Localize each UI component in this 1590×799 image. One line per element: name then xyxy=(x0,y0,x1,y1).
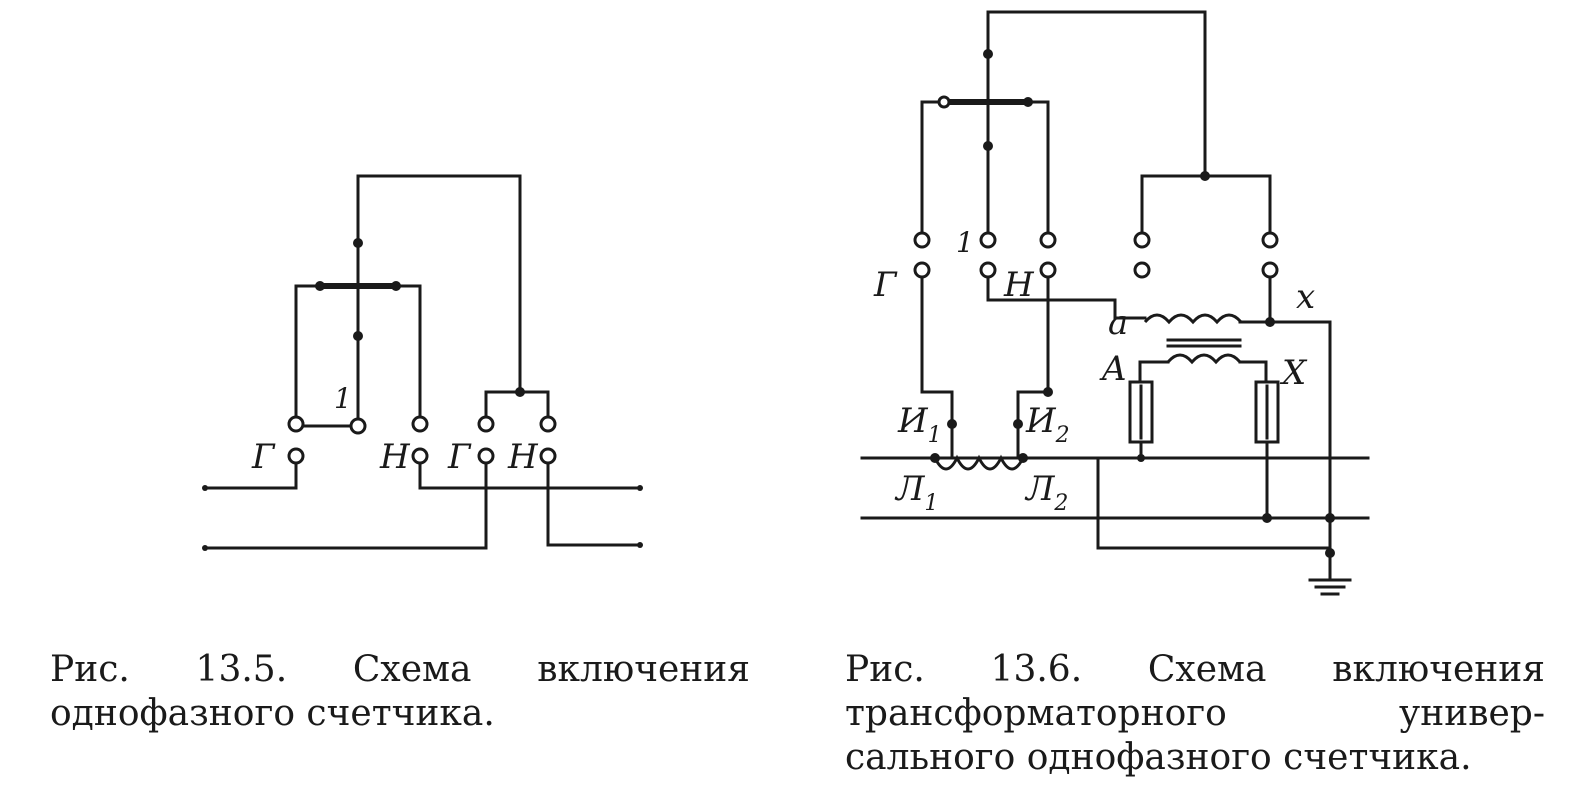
figure-13-5-caption: Рис. 13.5. Схема включения однофазного с… xyxy=(50,648,750,736)
fig5-node-top xyxy=(353,238,363,248)
fig6-label-l2-sub: 2 xyxy=(1053,491,1068,516)
fig5-terminal-g-top xyxy=(287,415,305,433)
fig5-terminal-n-top xyxy=(411,415,429,433)
fig6-caption-line-1: Рис. 13.6. Схема включения xyxy=(845,649,1545,690)
fig5-node-right-group xyxy=(515,387,525,397)
fig6-label-i2-letter: И xyxy=(1025,401,1057,441)
fig5-label-g: Г xyxy=(251,437,276,477)
fig6-vt-secondary-coil xyxy=(1143,313,1243,325)
fig5-caption-line-2: однофазного счетчика. xyxy=(50,693,495,734)
fig6-ct-coil xyxy=(933,454,1025,471)
fig6-node-x xyxy=(1265,317,1275,327)
fig5-line-end-4 xyxy=(637,542,643,548)
fig6-node-l1 xyxy=(930,453,940,463)
figure-13-6-diagram: Г 1 Н a x A X И1 И2 Л1 Л2 xyxy=(860,10,1370,596)
fig5-terminal-g2-bottom xyxy=(477,447,495,465)
fig5-node-bus-left xyxy=(315,281,325,291)
fig5-label-n: Н xyxy=(379,437,411,477)
fig5-voltage-feed-wire xyxy=(356,174,522,394)
fig6-label-i1-sub: 1 xyxy=(928,423,942,448)
fig5-node-mid xyxy=(353,331,363,341)
fig6-label-i2: И2 xyxy=(1025,401,1070,448)
fig6-node-fuse-a xyxy=(1137,454,1145,462)
fig6-terminal-n-bottom xyxy=(1039,261,1057,279)
fig6-node-l2 xyxy=(1018,453,1028,463)
fig6-node-top xyxy=(983,49,993,59)
fig6-label-a-cap: A xyxy=(1099,349,1127,389)
fig6-node-fuse-x xyxy=(1262,513,1272,523)
fig5-line-end-1 xyxy=(202,485,208,491)
fig6-label-x-cap: X xyxy=(1279,353,1308,393)
fig6-terminal-n-top xyxy=(1039,231,1057,249)
fig6-terminal-r1-top xyxy=(1133,231,1151,249)
fig5-line-end-2 xyxy=(202,545,208,551)
fig6-terminal-g-top xyxy=(913,231,931,249)
fig6-bus-terminal xyxy=(937,95,951,109)
fig5-label-n2: Н xyxy=(507,437,539,477)
fig6-vt-primary-coil xyxy=(1166,353,1242,365)
fig6-bus-frame-wire xyxy=(920,100,1050,234)
fig6-label-l1-letter: Л xyxy=(894,469,926,509)
fig6-label-x-small: x xyxy=(1296,277,1315,317)
fig5-line-end-3 xyxy=(637,485,643,491)
fig6-ground-return-wire xyxy=(1096,456,1332,550)
fig6-node-i2 xyxy=(1013,419,1023,429)
fig5-terminal-g-bottom xyxy=(287,447,305,465)
fig6-node-bus-right xyxy=(1023,97,1033,107)
fig6-label-i1-letter: И xyxy=(897,401,929,441)
fig6-label-1: 1 xyxy=(956,226,974,259)
fig6-terminal-1-top xyxy=(979,231,997,249)
wiring-diagrams: Г 1 Н Г Н xyxy=(202,10,1370,596)
fig5-line-out-bottom xyxy=(546,460,642,547)
fig5-node-bus-right xyxy=(391,281,401,291)
fig6-1-to-a-wire xyxy=(986,274,1147,320)
fig6-voltage-feed-wire xyxy=(986,10,1207,178)
fig6-x-lead xyxy=(1238,360,1268,384)
fig6-terminal-r1-bottom xyxy=(1133,261,1151,279)
fig5-terminal-n-bottom xyxy=(411,447,429,465)
fig6-terminal-r2-bottom xyxy=(1261,261,1279,279)
fig6-terminal-1-bottom xyxy=(979,261,997,279)
fig6-node-ground xyxy=(1325,548,1335,558)
fig5-terminal-g2-top xyxy=(477,415,495,433)
fig5-line-in-bottom xyxy=(203,460,488,550)
fig6-terminal-r2-top xyxy=(1261,231,1279,249)
fig6-caption-line-3: сального однофазного счетчика. xyxy=(845,737,1472,778)
fig6-label-g: Г xyxy=(873,265,898,305)
fig6-a-lead xyxy=(1138,360,1170,384)
fig5-terminal-n2-bottom xyxy=(539,447,557,465)
fig5-terminal-1 xyxy=(349,417,367,435)
figure-13-5-diagram: Г 1 Н Г Н xyxy=(202,174,643,551)
fig6-x-to-terminal-wire xyxy=(1238,274,1272,324)
fig5-right-group-frame xyxy=(484,390,550,422)
fig6-label-l2: Л2 xyxy=(1024,469,1068,516)
fig6-node-mid xyxy=(983,141,993,151)
fig5-caption-line-1: Рис. 13.5. Схема включения xyxy=(50,649,750,690)
fig6-label-n: Н xyxy=(1003,265,1035,305)
fig6-label-l1: Л1 xyxy=(894,469,938,516)
fig5-terminal-n2-top xyxy=(539,415,557,433)
fig6-label-i1: И1 xyxy=(897,401,942,448)
fig5-line-out-top xyxy=(418,460,642,490)
figure-13-6-caption: Рис. 13.6. Схема включения трансформатор… xyxy=(845,648,1545,780)
fig6-node-right-block xyxy=(1200,171,1210,181)
fig6-terminal-g-bottom xyxy=(913,261,931,279)
fig6-node-i1 xyxy=(947,419,957,429)
fig5-label-1: 1 xyxy=(334,382,352,415)
fig5-label-g2: Г xyxy=(447,437,472,477)
fig6-label-i2-sub: 2 xyxy=(1055,423,1070,448)
fig6-label-l2-letter: Л xyxy=(1024,469,1056,509)
fig6-label-l1-sub: 1 xyxy=(924,491,938,516)
fig6-node-line2-right xyxy=(1325,513,1335,523)
fig6-node-n xyxy=(1043,387,1053,397)
fig6-x-to-ground-wire xyxy=(1268,320,1332,555)
fig6-caption-line-2: трансформаторного универ- xyxy=(845,693,1545,734)
fig5-line-in-top xyxy=(203,460,298,490)
fig6-label-a-small: a xyxy=(1108,303,1128,343)
fig6-right-block-frame xyxy=(1140,174,1272,234)
